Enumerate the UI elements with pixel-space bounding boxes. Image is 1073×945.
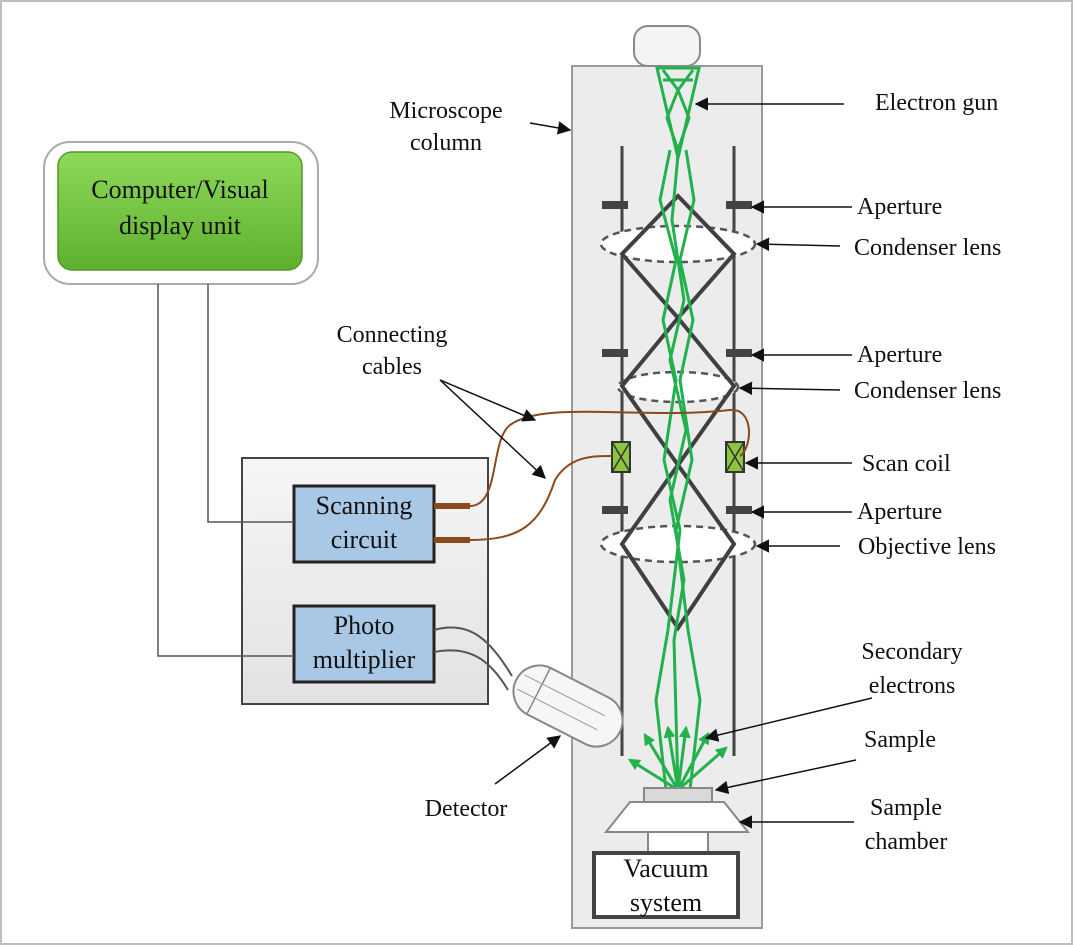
detector-wires: [433, 626, 513, 691]
label-condenser-lens-1: Condenser lens: [854, 235, 1001, 261]
label-sample: Sample: [864, 727, 936, 753]
photo-multiplier-line2: multiplier: [313, 645, 416, 674]
label-connecting: Connecting: [337, 322, 448, 348]
detector-icon: [512, 664, 624, 748]
label-sample-chamber-2: chamber: [865, 829, 948, 855]
label-secondary: Secondary: [861, 639, 962, 665]
label-aperture-2: Aperture: [857, 342, 942, 368]
label-electron-gun: Electron gun: [875, 90, 998, 116]
label-condenser-lens-2: Condenser lens: [854, 378, 1001, 404]
scan-coils: [611, 441, 745, 473]
scanning-circuit-box: [292, 484, 436, 564]
signal-wires: [157, 284, 294, 657]
label-aperture-1: Aperture: [857, 194, 942, 220]
scanning-circuit-line1: Scanning: [316, 491, 413, 520]
aperture-plates: [602, 201, 752, 514]
display-unit-screen: [57, 151, 303, 271]
label-sample-chamber-1: Sample: [870, 795, 942, 821]
display-unit-line2: display unit: [119, 211, 242, 240]
stage-post: [647, 831, 709, 853]
label-detector: Detector: [425, 796, 508, 822]
gun-cap: [633, 25, 701, 67]
scanning-circuit-line2: circuit: [331, 525, 398, 554]
photo-multiplier-box: [292, 604, 436, 684]
electron-gun-icon: [655, 66, 701, 159]
cable-connector-1: [434, 503, 470, 509]
label-scan-coil: Scan coil: [862, 451, 951, 477]
label-column: column: [410, 130, 482, 156]
electron-beam: [654, 149, 702, 791]
sample-stage: [603, 801, 751, 833]
display-unit-line1: Computer/Visual: [91, 175, 269, 204]
sample-block: [643, 787, 713, 803]
label-aperture-3: Aperture: [857, 499, 942, 525]
leader-arrows: [439, 97, 873, 829]
vacuum-system-line1: Vacuum: [623, 854, 708, 883]
cable-connector-2: [434, 537, 470, 543]
label-electrons: electrons: [869, 673, 956, 699]
vacuum-system-line2: system: [630, 888, 702, 917]
connecting-cables: [469, 408, 750, 541]
secondary-electrons-rays: [627, 725, 728, 792]
label-microscope: Microscope: [389, 98, 502, 124]
label-objective-lens: Objective lens: [858, 534, 996, 560]
vacuum-system-box: [592, 851, 740, 919]
photo-multiplier-line1: Photo: [334, 611, 395, 640]
label-cables: cables: [362, 354, 422, 380]
